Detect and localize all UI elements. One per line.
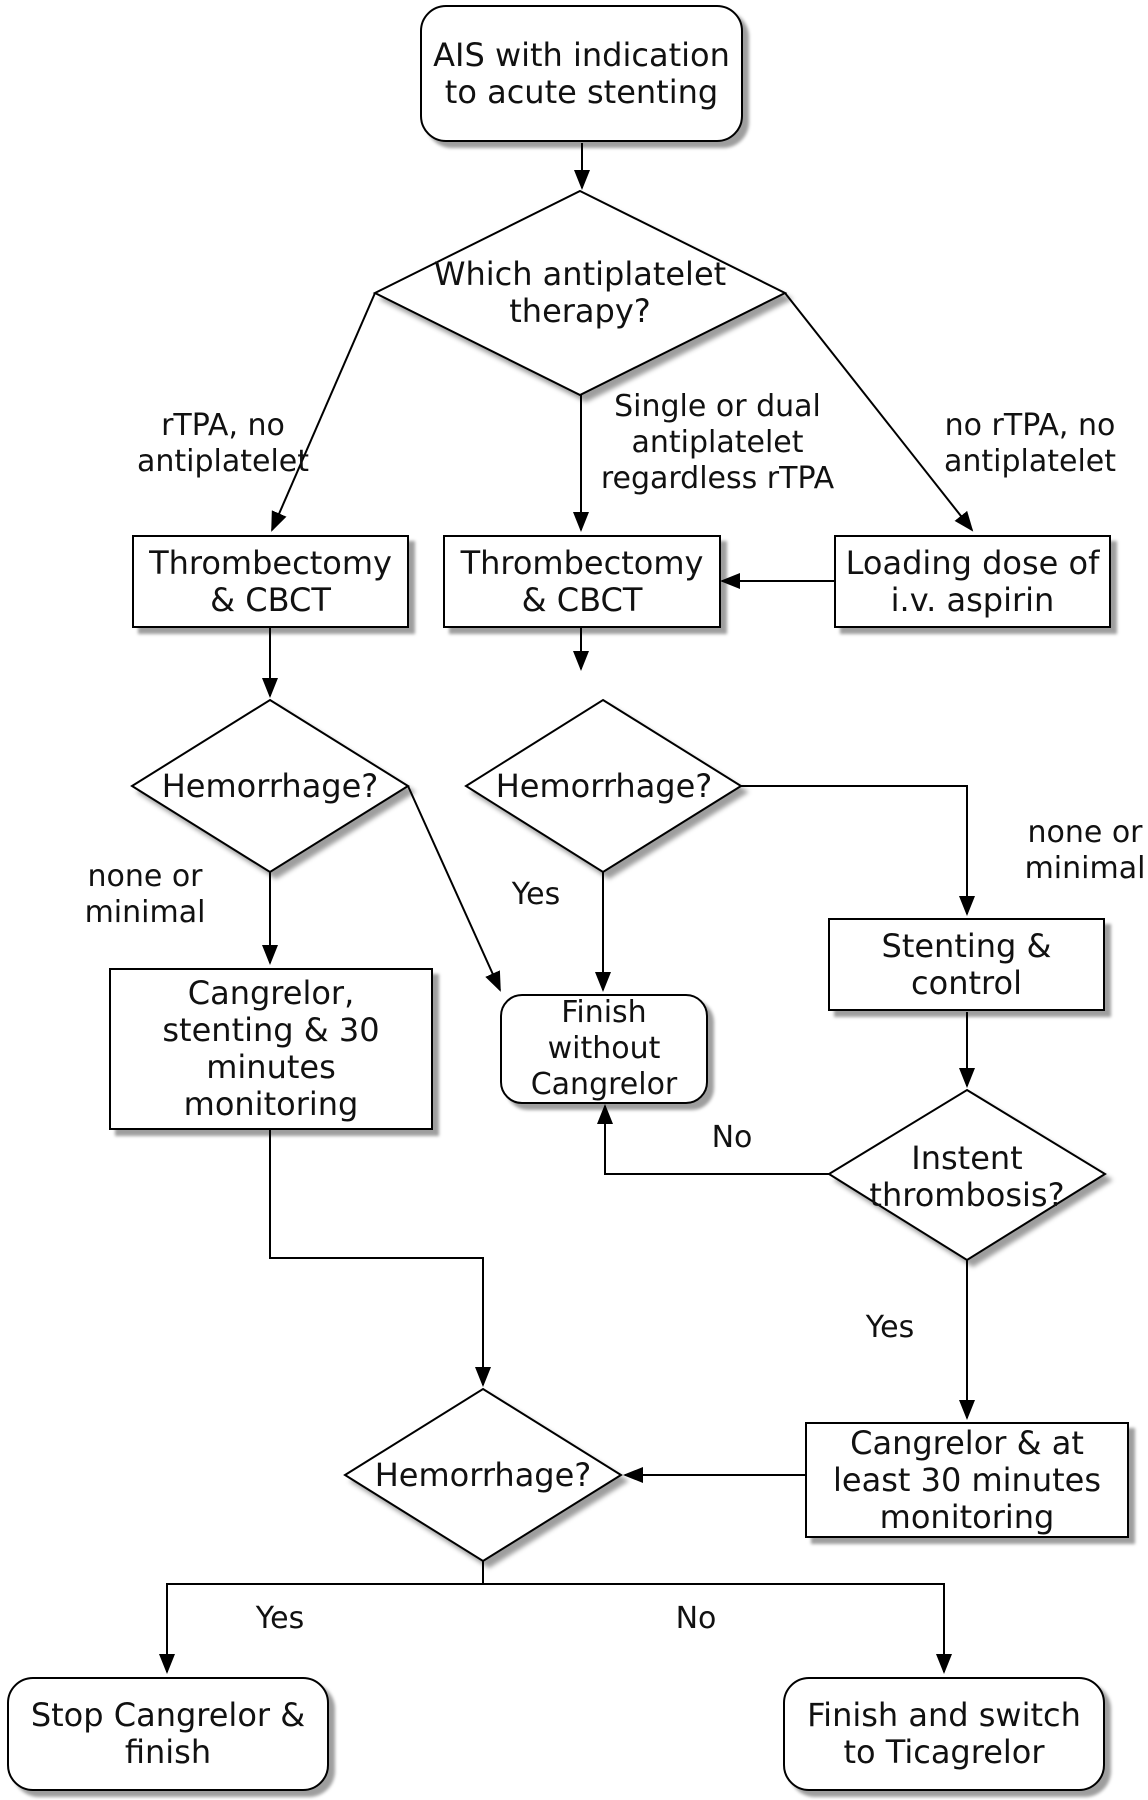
arrow-hemorrhage-bottom-to-stop (159, 1561, 484, 1674)
arrow-hemorrhage-mid-to-stenting (741, 785, 975, 916)
thrombectomy-mid-node: Thrombectomy & CBCT (443, 535, 721, 628)
edge-label-yes-instent: Yes (865, 1310, 915, 1345)
loading-dose-node: Loading dose of i.v. aspirin (834, 535, 1111, 628)
cangrelor-monitoring-text: Cangrelor & at least 30 minutes monitori… (833, 1423, 1101, 1536)
arrow-decision-to-loading-dose (784, 292, 974, 532)
instent-thrombosis-text: Instent thrombosis? (869, 1139, 1065, 1214)
arrow-hemorrhage-bottom-to-switch (483, 1583, 952, 1674)
start-node: AIS with indication to acute stenting (420, 5, 743, 142)
switch-ticagrelor-node: Finish and switch to Ticagrelor (783, 1677, 1105, 1791)
thrombectomy-left-node: Thrombectomy & CBCT (132, 535, 409, 628)
edge-label-yes-bottom: Yes (255, 1601, 305, 1636)
hemorrhage-bottom-text: Hemorrhage? (374, 1455, 592, 1494)
arrow-decision-to-thrombectomy-left (271, 292, 376, 532)
arrow-cangrelor-stenting-to-hemorrhage-bottom (269, 1130, 491, 1387)
switch-ticagrelor-text: Finish and switch to Ticagrelor (807, 1696, 1081, 1771)
stop-cangrelor-node: Stop Cangrelor & finish (7, 1677, 329, 1791)
stenting-control-text: Stenting & control (881, 926, 1052, 1002)
thrombectomy-left-text: Thrombectomy & CBCT (149, 543, 392, 619)
edge-label-no-rtpa-no-antiplatelet: no rTPA, no antiplatelet (943, 408, 1117, 479)
thrombectomy-mid-text: Thrombectomy & CBCT (460, 543, 704, 619)
edge-label-no-bottom: No (675, 1601, 717, 1636)
cangrelor-monitoring-node: Cangrelor & at least 30 minutes monitori… (805, 1422, 1129, 1538)
arrow-instent-to-finish (597, 1104, 829, 1175)
arrow-hemorrhage-left-to-finish (407, 785, 501, 992)
edge-label-single-or-dual: Single or dual antiplatelet regardless r… (600, 389, 835, 496)
cangrelor-stenting-text: Cangrelor, stenting & 30 minutes monitor… (162, 974, 380, 1123)
finish-without-node: Finish without Cangrelor (500, 994, 708, 1104)
hemorrhage-left-text: Hemorrhage? (161, 766, 379, 805)
cangrelor-stenting-node: Cangrelor, stenting & 30 minutes monitor… (109, 968, 433, 1130)
which-therapy-text: Which antiplatelet therapy? (433, 255, 727, 330)
stenting-control-node: Stenting & control (828, 918, 1105, 1011)
edge-label-rtpa-no-antiplatelet: rTPA, no antiplatelet (136, 408, 310, 479)
hemorrhage-mid-text: Hemorrhage? (495, 766, 713, 805)
loading-dose-text: Loading dose of i.v. aspirin (845, 543, 1100, 619)
edge-label-none-or-minimal-right: none or minimal (1024, 815, 1146, 886)
stop-cangrelor-text: Stop Cangrelor & finish (30, 1696, 306, 1771)
start-node-text: AIS with indication to acute stenting (433, 35, 730, 111)
finish-without-text: Finish without Cangrelor (530, 995, 678, 1102)
edge-label-no-instent: No (711, 1120, 753, 1155)
edge-label-none-or-minimal-left: none or minimal (84, 859, 206, 930)
edge-label-yes-mid: Yes (511, 877, 561, 912)
